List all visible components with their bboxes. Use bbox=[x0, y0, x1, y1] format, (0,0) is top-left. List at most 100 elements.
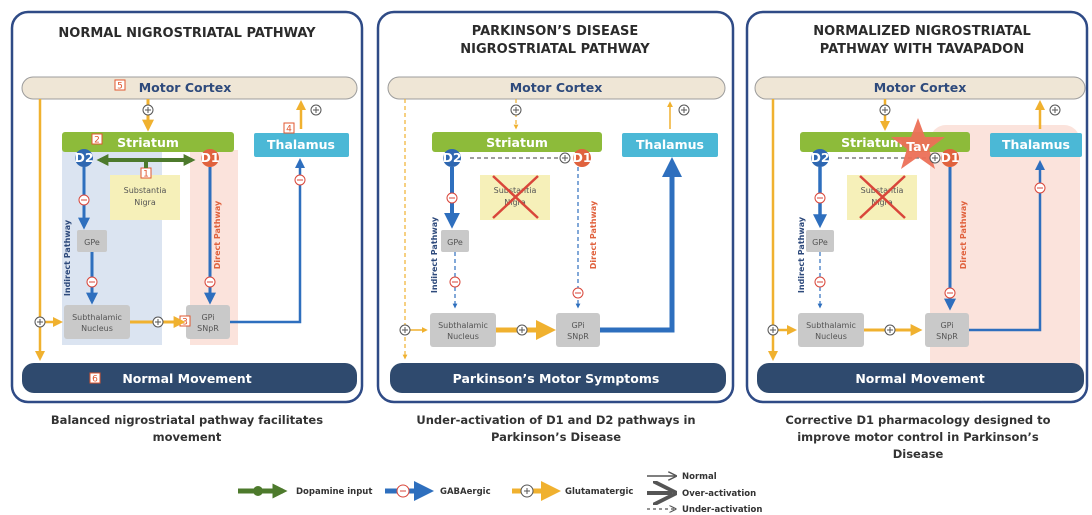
plus-circle-icon bbox=[402, 327, 408, 333]
d2-label: D2 bbox=[810, 150, 829, 165]
subthalamic-line1: Subthalamic bbox=[438, 321, 488, 330]
panel-title-line2: NIGROSTRIATAL PATHWAY bbox=[460, 42, 650, 57]
marker-5 bbox=[114, 79, 126, 91]
indirect-pathway-label: Indirect Pathway bbox=[797, 216, 806, 293]
direct-pathway-label: Direct Pathway bbox=[213, 200, 222, 269]
panel-title-line1: NORMALIZED NIGROSTRIATAL bbox=[813, 24, 1030, 39]
motor-cortex-label: Motor Cortex bbox=[139, 80, 232, 95]
gpi-box bbox=[186, 305, 230, 339]
legend-glut-label: Glutamatergic bbox=[565, 487, 633, 497]
marker-2-label: 2 bbox=[94, 136, 100, 146]
gpi-line2: SNpR bbox=[567, 332, 589, 341]
plus-circle-icon bbox=[519, 327, 525, 333]
d2-receptor bbox=[75, 149, 93, 167]
marker-6 bbox=[89, 372, 101, 384]
d1-receptor bbox=[201, 149, 219, 167]
subthalamic-box bbox=[430, 313, 496, 347]
caption-line3: Disease bbox=[893, 447, 944, 461]
thalamus-box bbox=[254, 133, 349, 157]
gpi-box bbox=[556, 313, 600, 347]
caption-line2: improve motor control in Parkinson’s bbox=[797, 430, 1039, 444]
subthalamic-line2: Nucleus bbox=[447, 332, 479, 341]
panel-frame bbox=[376, 10, 735, 404]
panel-title: NORMAL NIGROSTRIATAL PATHWAY bbox=[58, 26, 316, 41]
footer-label: Normal Movement bbox=[122, 371, 251, 386]
gpi-line1: GPi bbox=[571, 321, 584, 330]
substantia-line1: Substantia bbox=[861, 186, 904, 195]
striatum-label: Striatum bbox=[841, 135, 903, 150]
signs bbox=[767, 104, 1061, 336]
subthalamic-line1: Subthalamic bbox=[806, 321, 856, 330]
indirect-pathway-label: Indirect Pathway bbox=[63, 219, 72, 296]
panel-parkinsons: PARKINSON’S DISEASE NIGROSTRIATAL PATHWA… bbox=[376, 10, 735, 444]
striatum-box bbox=[432, 132, 602, 152]
panel-normal: NORMAL NIGROSTRIATAL PATHWAY Motor Corte… bbox=[10, 10, 364, 444]
d1-receptor bbox=[941, 149, 959, 167]
thalamus-box bbox=[622, 133, 718, 157]
d1-label: D1 bbox=[940, 150, 959, 165]
panel-tavapadon: NORMALIZED NIGROSTRIATAL PATHWAY WITH TA… bbox=[745, 10, 1089, 461]
plus-circle-icon bbox=[513, 107, 519, 113]
subthalamic-line2: Nucleus bbox=[815, 332, 847, 341]
plus-circle-icon bbox=[155, 319, 161, 325]
gpi-line2: SNpR bbox=[936, 332, 958, 341]
indirect-pathway-label: Indirect Pathway bbox=[430, 216, 439, 293]
plus-circle-icon bbox=[145, 107, 151, 113]
plus-circle-icon bbox=[932, 155, 938, 161]
x-mark-icon bbox=[492, 175, 539, 219]
gpe-box bbox=[441, 230, 469, 252]
caption-line2: movement bbox=[153, 430, 222, 444]
marker-4 bbox=[283, 122, 295, 134]
footer-label: Parkinson’s Motor Symptoms bbox=[453, 371, 660, 386]
caption-line2: Parkinson’s Disease bbox=[491, 430, 621, 444]
legend-dopamine-label: Dopamine input bbox=[296, 487, 372, 497]
legend: Dopamine input GABAergic Glutamatergic N… bbox=[238, 472, 762, 515]
motor-cortex-label: Motor Cortex bbox=[510, 80, 603, 95]
gpi-line2: SNpR bbox=[197, 324, 219, 333]
gpe-box bbox=[806, 230, 834, 252]
signs bbox=[399, 104, 690, 336]
gpi-box bbox=[925, 313, 969, 347]
striatum-box bbox=[62, 132, 234, 152]
d1-label: D1 bbox=[200, 150, 219, 165]
motor-cortex-label: Motor Cortex bbox=[874, 80, 967, 95]
plus-circle-icon bbox=[37, 319, 43, 325]
caption-line1: Corrective D1 pharmacology designed to bbox=[785, 413, 1050, 427]
striatum-label: Striatum bbox=[117, 135, 179, 150]
plus-circle-icon bbox=[681, 107, 687, 113]
marker-5-label: 5 bbox=[117, 82, 123, 92]
marker-3-label: 3 bbox=[182, 318, 188, 328]
marker-1-label: 1 bbox=[143, 170, 149, 180]
d1-receptor bbox=[573, 149, 591, 167]
d1-label: D1 bbox=[572, 150, 591, 165]
d2-label: D2 bbox=[442, 150, 461, 165]
x-mark-icon bbox=[859, 175, 906, 219]
panel-title-line1: PARKINSON’S DISEASE bbox=[472, 24, 639, 39]
gaba-gpi-to-thalamus bbox=[600, 157, 682, 333]
direct-pathway-label: Direct Pathway bbox=[959, 200, 968, 269]
tavapadon-label: Tav bbox=[906, 139, 930, 154]
legend-normal-label: Normal bbox=[682, 472, 717, 482]
plus-circle-icon bbox=[887, 327, 893, 333]
gpe-box bbox=[77, 230, 107, 252]
plus-circle-icon bbox=[1052, 107, 1058, 113]
thalamus-label: Thalamus bbox=[636, 137, 704, 152]
striatum-label: Striatum bbox=[486, 135, 548, 150]
d2-receptor bbox=[811, 149, 829, 167]
panel-title-line2: PATHWAY WITH TAVAPADON bbox=[820, 42, 1025, 57]
gaba-gpi-to-thalamus bbox=[969, 160, 1045, 332]
plus-circle-icon bbox=[313, 107, 319, 113]
gpe-label: GPe bbox=[447, 238, 463, 247]
marker-2 bbox=[91, 133, 103, 145]
plus-circle-icon bbox=[770, 327, 776, 333]
legend-gaba-label: GABAergic bbox=[440, 487, 491, 497]
plus-circle-icon bbox=[562, 155, 568, 161]
d2-label: D2 bbox=[74, 150, 93, 165]
footer-label: Normal Movement bbox=[855, 371, 984, 386]
footer-box bbox=[757, 363, 1084, 393]
marker-6-label: 6 bbox=[92, 375, 98, 385]
thalamus-label: Thalamus bbox=[1002, 137, 1070, 152]
plus-circle-icon bbox=[524, 488, 530, 494]
substantia-line1: Substantia bbox=[124, 186, 167, 195]
